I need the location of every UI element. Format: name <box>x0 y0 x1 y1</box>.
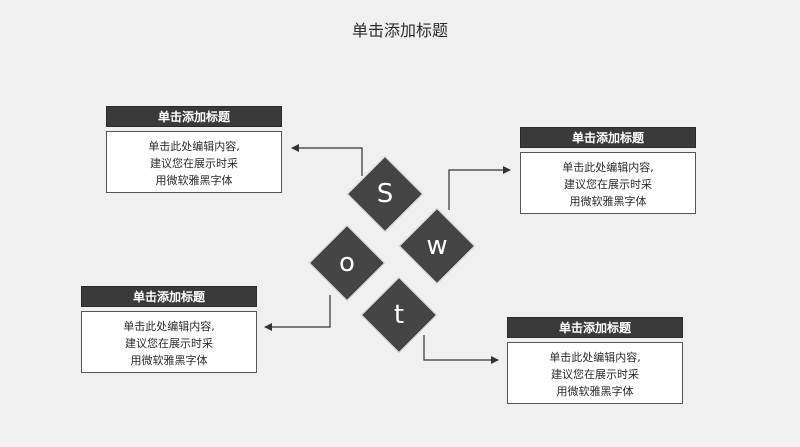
card-strength: 单击添加标题 单击此处编辑内容, 建议您在展示时采 用微软雅黑字体 <box>106 106 282 193</box>
card-body: 单击此处编辑内容, 建议您在展示时采 用微软雅黑字体 <box>520 152 696 214</box>
card-header: 单击添加标题 <box>81 286 257 307</box>
connector-t <box>423 335 499 364</box>
card-line: 建议您在展示时采 <box>150 157 238 170</box>
card-threat: 单击添加标题 单击此处编辑内容, 建议您在展示时采 用微软雅黑字体 <box>507 317 683 404</box>
card-line: 单击此处编辑内容, <box>123 320 215 333</box>
swot-letter-o: o <box>339 248 355 278</box>
card-header: 单击添加标题 <box>520 127 696 148</box>
card-body: 单击此处编辑内容, 建议您在展示时采 用微软雅黑字体 <box>507 342 683 404</box>
swot-letter-w: w <box>426 231 448 261</box>
card-line: 建议您在展示时采 <box>125 337 213 350</box>
card-line: 建议您在展示时采 <box>551 368 639 381</box>
card-line: 用微软雅黑字体 <box>155 174 233 187</box>
connector-w <box>448 166 511 210</box>
card-body: 单击此处编辑内容, 建议您在展示时采 用微软雅黑字体 <box>106 131 282 193</box>
card-line: 单击此处编辑内容, <box>148 140 240 153</box>
swot-letter-s: S <box>376 179 394 209</box>
card-line: 建议您在展示时采 <box>564 178 652 191</box>
card-line: 用微软雅黑字体 <box>569 195 647 208</box>
card-body: 单击此处编辑内容, 建议您在展示时采 用微软雅黑字体 <box>81 311 257 373</box>
card-weakness: 单击添加标题 单击此处编辑内容, 建议您在展示时采 用微软雅黑字体 <box>520 127 696 214</box>
card-line: 用微软雅黑字体 <box>130 354 208 367</box>
page-title: 单击添加标题 <box>351 21 448 40</box>
swot-letter-t: t <box>393 300 405 330</box>
connector-o <box>264 295 331 331</box>
card-line: 用微软雅黑字体 <box>556 385 634 398</box>
card-header: 单击添加标题 <box>507 317 683 338</box>
card-line: 单击此处编辑内容, <box>562 161 654 174</box>
card-line: 单击此处编辑内容, <box>549 351 641 364</box>
card-opportunity: 单击添加标题 单击此处编辑内容, 建议您在展示时采 用微软雅黑字体 <box>81 286 257 373</box>
connector-s <box>291 144 363 176</box>
card-header: 单击添加标题 <box>106 106 282 127</box>
